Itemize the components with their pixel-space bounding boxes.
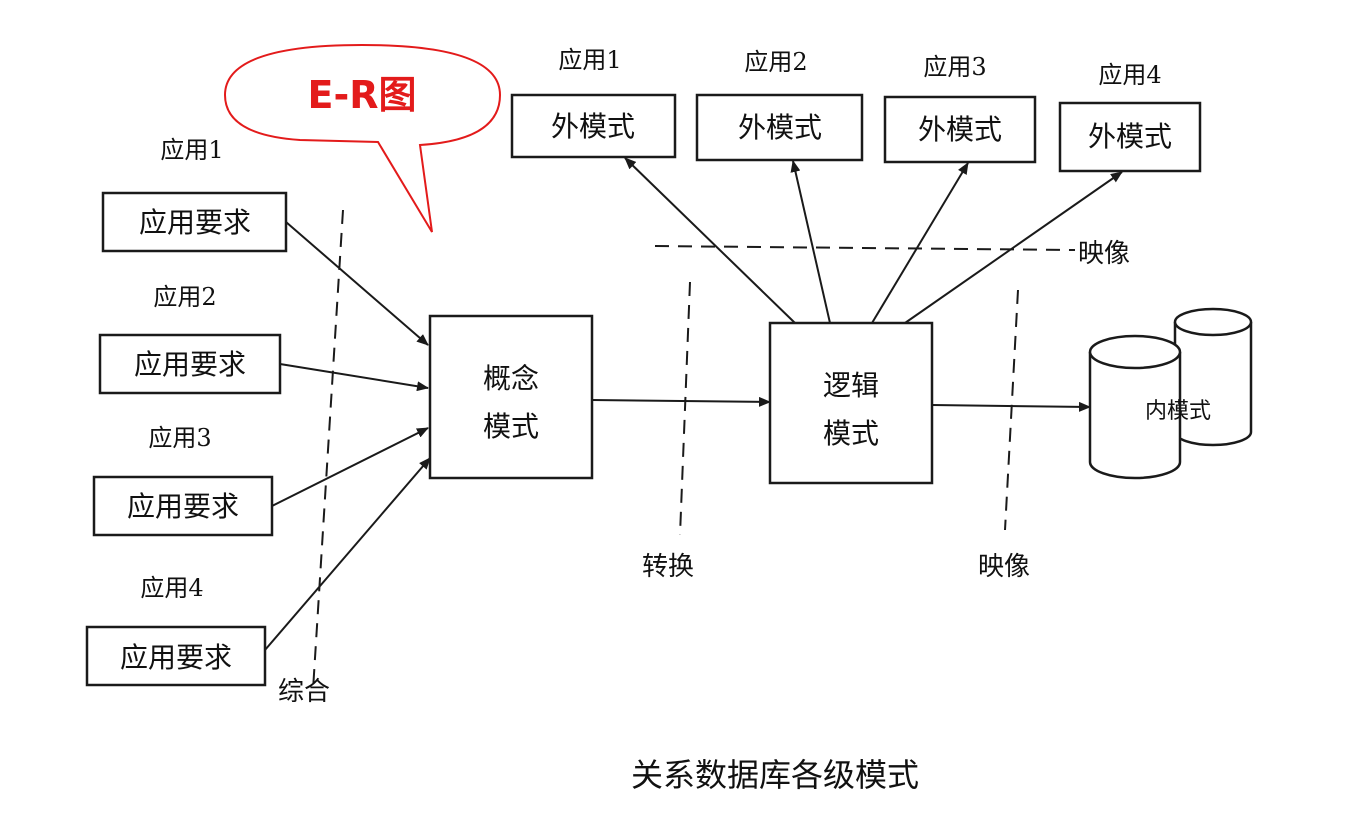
conceptual-line-2: 模式 [483, 410, 539, 443]
left-app-label-1: 应用1 [160, 136, 223, 164]
arrow-logical-to-external-4 [904, 171, 1123, 324]
conceptual-line-1: 概念 [483, 362, 539, 395]
left-requirement-text-1: 应用要求 [139, 206, 251, 239]
transform-label: 转换 [642, 552, 694, 582]
synthesis-label: 综合 [278, 677, 330, 707]
arrow-req3-to-conceptual [271, 427, 429, 507]
top-app-label-4: 应用4 [1098, 61, 1161, 89]
arrow-logical-to-external-3 [871, 162, 969, 324]
left-requirement-text-2: 应用要求 [134, 348, 246, 381]
internal-schema-label: 内模式 [1145, 399, 1211, 424]
left-requirement-text-3: 应用要求 [127, 490, 239, 523]
logical-line-1: 逻辑 [823, 369, 879, 402]
external-schema-box-3 [883, 95, 1037, 164]
transform-dashed-line [679, 281, 691, 536]
callout-text: E-R图 [308, 73, 417, 117]
mapping-top-label: 映像 [1078, 239, 1130, 269]
external-schema-text-2: 外模式 [738, 111, 822, 144]
external-schema-text-3: 外模式 [918, 113, 1002, 146]
arrow-req2-to-conceptual [279, 363, 429, 392]
top-app-label-2: 应用2 [744, 48, 807, 76]
conceptual-schema-box [428, 314, 594, 480]
left-app-label-4: 应用4 [140, 574, 203, 602]
arrow-logical-to-external-1 [624, 157, 796, 324]
logical-line-2: 模式 [823, 417, 879, 450]
arrow-logical-to-external-2 [790, 160, 831, 324]
left-app-label-2: 应用2 [153, 283, 216, 311]
left-requirement-box-3 [92, 475, 274, 537]
diagram-caption: 关系数据库各级模式 [631, 756, 919, 794]
external-schema-text-1: 外模式 [551, 110, 635, 143]
left-requirement-box-4 [85, 625, 267, 687]
external-schema-box-4 [1058, 101, 1202, 173]
left-requirement-text-4: 应用要求 [120, 641, 232, 674]
synthesis-dashed-line [312, 209, 344, 691]
er-callout: E-R图 [223, 43, 502, 233]
external-schema-text-4: 外模式 [1088, 120, 1172, 153]
mapping-bottom-dashed-line [1004, 289, 1019, 531]
top-app-label-3: 应用3 [923, 53, 986, 81]
mapping-top-dashed-line [654, 245, 1076, 251]
logical-schema-box [768, 321, 934, 485]
external-schema-box-2 [695, 93, 864, 162]
left-app-label-3: 应用3 [148, 424, 211, 452]
internal-schema-cylinders [1088, 307, 1253, 480]
left-requirement-box-1 [101, 191, 288, 253]
arrow-req4-to-conceptual [264, 457, 431, 651]
top-app-label-1: 应用1 [558, 46, 621, 74]
mapping-bottom-label: 映像 [978, 552, 1030, 582]
external-schema-box-1 [510, 93, 677, 159]
arrow-conceptual-to-logical [591, 396, 771, 407]
arrow-req1-to-conceptual [285, 221, 429, 346]
